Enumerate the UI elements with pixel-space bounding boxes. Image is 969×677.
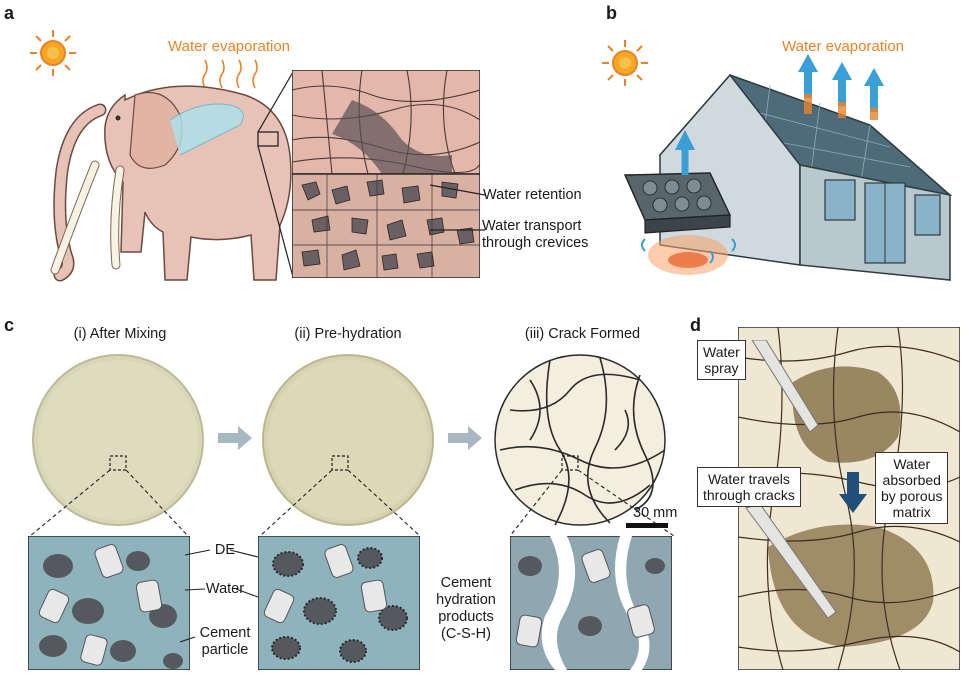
down-arrow-icon <box>839 472 867 513</box>
evaporation-label-a: Water evaporation <box>168 38 291 55</box>
panel-a-label: a <box>4 3 15 23</box>
panel-c-label: c <box>4 315 15 335</box>
stage-1-title: (i) After Mixing <box>73 326 167 342</box>
water-transport-label: Water transport through crevices <box>482 218 589 251</box>
cement-particle-label: Cement particle <box>199 625 251 658</box>
sample-pre-hydration <box>262 354 434 526</box>
evaporation-arrows-a <box>202 59 258 89</box>
stage-2-title: (ii) Pre-hydration <box>294 326 402 342</box>
zoom-pre-hydration <box>258 536 420 670</box>
evaporation-label-b: Water evaporation <box>782 38 905 55</box>
water-spray-callout: Water spray <box>697 340 746 380</box>
de-label: DE <box>214 542 236 558</box>
zoom-label-lines <box>180 549 259 643</box>
house-illustration <box>623 73 953 281</box>
panel-b-label: b <box>606 3 617 23</box>
water-travels-callout: Water travels through cracks <box>697 467 801 507</box>
hydration-products-label: Cement hydration products (C-S-H) <box>436 575 496 642</box>
pointer-lines-a <box>430 184 486 231</box>
arrow-stage-2-3 <box>448 426 482 450</box>
elephant-illustration <box>50 85 292 282</box>
skin-crack-zoom <box>292 70 480 278</box>
zoom-after-mixing <box>28 536 190 670</box>
water-absorbed-callout: Water absorbed by porous matrix <box>875 452 949 524</box>
zoom-crack-formed <box>510 536 672 670</box>
sample-after-mixing <box>32 354 204 526</box>
stage-3-title: (iii) Crack Formed <box>524 326 641 342</box>
sun-icon-b <box>602 40 648 86</box>
roof-evaporation-arrows <box>798 54 884 120</box>
water-retention-label: Water retention <box>483 187 582 203</box>
panel-d-label: d <box>690 315 701 335</box>
sample-crack-formed <box>494 354 666 526</box>
scale-bar <box>626 523 668 528</box>
zoom-lines-c <box>29 470 675 537</box>
zoom-lines-a <box>257 71 294 278</box>
water-label: Water <box>205 581 245 597</box>
sun-icon <box>30 30 76 76</box>
scale-label: 30 mm <box>633 505 678 521</box>
arrow-stage-1-2 <box>218 426 252 450</box>
